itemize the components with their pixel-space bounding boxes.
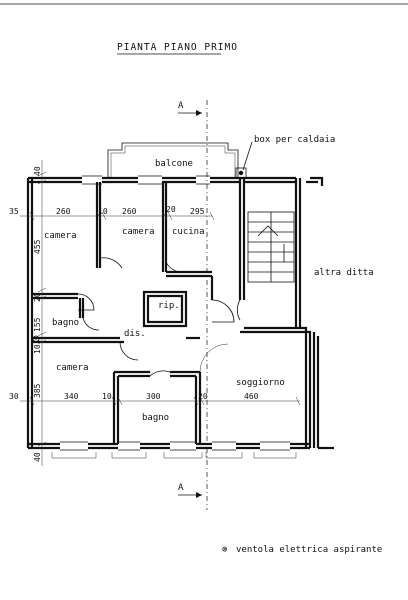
dimension-line-left: 40 455 20 155 10 385 40 [33,160,47,466]
dim-left-385: 385 [33,383,42,398]
dim-top-20: 20 [166,205,176,214]
room-label-soggiorno: soggiorno [236,378,285,388]
annotation-leader [242,141,253,171]
dim-top-295: 295 [190,207,205,216]
interior-walls [32,182,214,444]
boiler-marker [238,170,244,176]
room-label-dis: dis. [124,329,146,339]
dim-bottom-300: 300 [146,392,161,401]
room-label-cucina: cucina [172,227,205,237]
dim-bottom-340: 340 [64,392,79,401]
bottom-ledges [51,452,297,459]
door-swings [77,257,241,377]
section-label-top: A [178,101,184,111]
legend-text: ventola elettrica aspirante [236,545,382,555]
dimension-line-bottom: 30 340 10 300 20 460 [9,392,301,406]
dim-top-260a: 260 [56,207,71,216]
fan-symbols [32,335,40,343]
room-label-altra-ditta: altra ditta [314,268,374,278]
neighbour-walls [306,176,334,450]
dim-top-260b: 260 [122,207,137,216]
room-label-bagno-2: bagno [142,413,169,423]
section-marker-top: A [178,101,202,116]
legend-fan-icon: ⊗ [222,545,227,555]
room-label-rip: rip. [158,301,180,311]
outer-walls [26,176,312,450]
dim-left-455: 455 [33,239,42,254]
dim-left-40b: 40 [33,452,42,462]
plan-title: PIANTA PIANO PRIMO [117,42,238,53]
room-label-camera-3: camera [56,363,89,373]
windows [60,175,290,451]
dim-bottom-460: 460 [244,392,259,401]
dim-bottom-20: 20 [198,392,208,401]
room-label-camera-1: camera [44,231,77,241]
dim-bottom-10: 10 [102,392,112,401]
dim-bottom-30: 30 [9,392,19,401]
dim-top-35: 35 [9,207,19,216]
staircase [240,176,302,328]
dim-left-40a: 40 [33,166,42,176]
dim-top-10: 10 [98,207,108,216]
dim-left-155: 155 [33,317,42,332]
dim-left-10: 10 [33,344,42,354]
room-label-balcone: balcone [155,159,193,169]
section-marker-bottom: A [178,483,202,498]
section-label-bottom: A [178,483,184,493]
dim-left-20: 20 [33,292,42,302]
annotation-box-caldaia: box per caldaia [254,135,335,145]
balcony [107,142,239,178]
room-label-bagno-1: bagno [52,318,79,328]
dimension-line-top: 35 260 10 260 20 295 [9,205,215,221]
room-label-camera-2: camera [122,227,155,237]
